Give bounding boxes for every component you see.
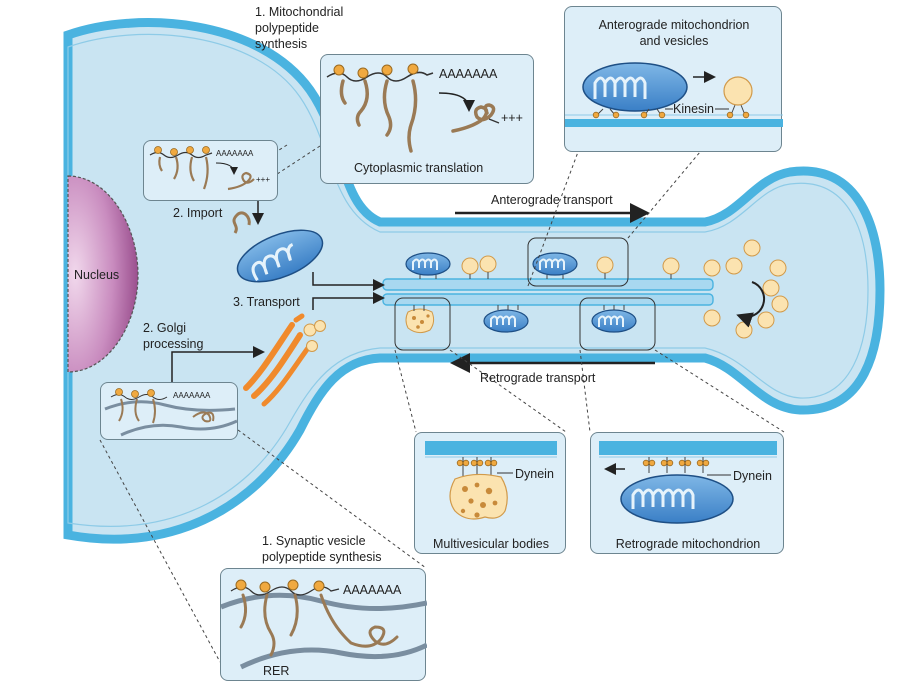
dynein-mito-label: Dynein [733,469,772,483]
cyto-plus: +++ [501,111,523,125]
import-polyA: AAAAAAA [216,149,254,158]
anterograde-title: Anterograde mitochondrion and vesicles [598,18,750,48]
nucleus [67,175,139,373]
axon-mito-3 [483,309,529,333]
axon-mito-2 [532,252,578,276]
golgi-apparatus [243,313,311,407]
mvb-graphic [425,441,557,520]
cyto-translation-caption: Cytoplasmic translation [354,161,484,175]
import-graphic [149,146,255,191]
golgi-label: 2. Golgi processing [143,321,204,351]
import-label: 2. Import [173,206,223,220]
dynein-mvb-label: Dynein [515,467,554,481]
mito-synthesis-label: 1. Mitochondrial polypeptide synthesis [255,5,344,51]
inset-anterograde: Anterograde mitochondrion and vesicles K… [564,6,783,152]
microtubule-top [382,278,714,291]
inset-multivesicular: Dynein Multivesicular bodies [414,432,566,554]
mvb-caption: Multivesicular bodies [432,537,550,551]
inset-rer: AAAAAAA RER [220,568,427,681]
synaptic-synthesis-label: 1. Synaptic vesicle polypeptide synthesi… [262,534,382,564]
retrograde-transport-label: Retrograde transport [480,371,596,385]
golgi-polyA: AAAAAAA [173,391,211,400]
rer-graphic [221,579,427,670]
axon-mito-1 [405,252,451,276]
inset-cytoplasmic-translation: AAAAAAA +++ Cytoplasmic translation [320,54,534,184]
inset-import: AAAAAAA +++ [143,140,278,201]
axon-mvb [405,308,435,334]
inset-retrograde-mito: Dynein Retrograde mitochondrion [590,432,784,554]
anterograde-graphic [565,62,783,127]
transport-label: 3. Transport [233,295,300,309]
nucleus-label: Nucleus [74,268,120,282]
microtubule-bottom [382,293,714,306]
inset-golgi-er: AAAAAAA [100,382,238,440]
golgi-vesicles [303,320,326,352]
anterograde-transport-label: Anterograde transport [491,193,613,207]
golgi-er-graphic [104,388,238,437]
retrograde-mito-caption: Retrograde mitochondrion [615,537,761,551]
cellbody-mitochondrion [232,211,324,283]
retrograde-mito-graphic [599,441,777,524]
rer-polyA: AAAAAAA [343,583,402,597]
axon-mito-4 [591,309,637,333]
rer-label: RER [263,664,290,678]
import-plus: +++ [256,175,271,184]
cyto-translation-graphic [326,63,500,153]
kinesin-label: Kinesin [673,102,714,116]
cyto-polyA: AAAAAAA [439,67,498,81]
